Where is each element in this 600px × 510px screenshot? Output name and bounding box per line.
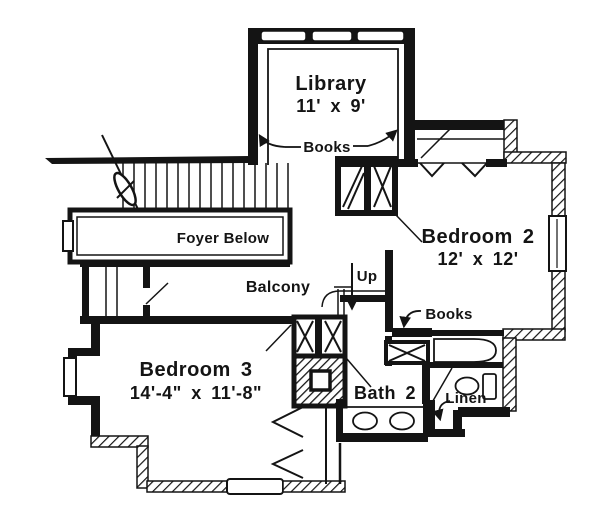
bedroom3-window-bottom	[226, 478, 284, 495]
balcony-label: Balcony	[246, 279, 310, 296]
library-window	[260, 30, 307, 42]
toilet-door-swing	[429, 367, 453, 407]
closet-door-swing	[145, 282, 169, 305]
sink	[352, 411, 378, 431]
room-bath2: Books Linen Bath 2	[336, 306, 517, 442]
toilet-tank	[482, 373, 497, 400]
linen-arrow	[432, 400, 451, 422]
bathtub	[433, 338, 497, 363]
books-arrow-right	[367, 129, 398, 147]
books-arrow-bedroom2	[399, 310, 422, 329]
linen-label: Linen	[445, 390, 487, 407]
library-dims: 11' x 9'	[296, 96, 366, 116]
foyer-window	[62, 220, 74, 252]
hall-closet	[80, 261, 290, 322]
ceiling-break-mark	[270, 406, 304, 438]
foyer-below-label: Foyer Below	[177, 230, 270, 247]
ceiling-break-mark	[419, 162, 445, 178]
bedroom3-door-swing	[265, 324, 292, 352]
room-bedroom2: Bedroom 2 12' x 12'	[335, 123, 535, 332]
books-arrow-left	[258, 133, 286, 148]
books-label-bedroom2: Books	[425, 306, 472, 323]
room-bedroom3: Bedroom 3 14'-4" x 11'-8"	[63, 316, 346, 495]
toilet	[454, 376, 480, 396]
books-label-library: Books	[303, 139, 350, 156]
chimney-flue	[309, 369, 332, 392]
room-library: Library 11' x 9' Books	[248, 28, 415, 165]
bath2-label: Bath 2	[354, 383, 416, 403]
library-window	[311, 30, 353, 42]
ceiling-break-mark	[270, 449, 304, 479]
ceiling-break-mark	[461, 162, 488, 178]
library-window	[356, 30, 405, 42]
balcony-up-stair: Balcony Up	[246, 263, 385, 321]
library-bookshelf-line	[267, 48, 399, 165]
bedroom3-label: Bedroom 3	[140, 359, 253, 381]
bath-door-swing	[346, 358, 372, 388]
stair-treads	[122, 163, 289, 211]
chimney	[291, 353, 348, 409]
stair-ledge	[45, 156, 250, 164]
bedroom2-door-swing	[394, 213, 423, 243]
bedroom2-label: Bedroom 2	[422, 226, 535, 248]
sink	[389, 411, 415, 431]
up-label: Up	[357, 268, 378, 285]
bedroom2-dims: 12' x 12'	[437, 249, 518, 269]
bedroom3-window-left	[63, 357, 77, 397]
center-closet-chimney	[291, 314, 348, 409]
bedroom3-dims: 14'-4" x 11'-8"	[130, 383, 262, 403]
library-label: Library	[295, 73, 367, 95]
